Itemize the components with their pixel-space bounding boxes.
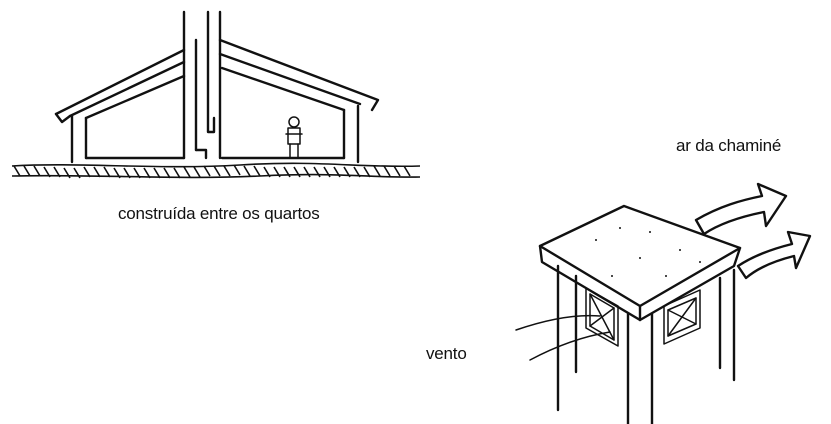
left-opening [585, 287, 619, 347]
wind-arrows [515, 314, 611, 361]
outflow-arrow-lower [736, 230, 812, 280]
house-caption: construída entre os quartos [118, 204, 320, 223]
house-section-sketch [11, 10, 421, 179]
roof-texture [595, 227, 701, 277]
wind-catcher-sketch [515, 182, 812, 424]
person-icon [285, 116, 303, 159]
outflow-arrow-upper [694, 182, 788, 236]
chimney-air-label: ar da chaminé [676, 136, 782, 155]
wind-label: vento [426, 344, 467, 363]
right-opening [663, 289, 701, 345]
